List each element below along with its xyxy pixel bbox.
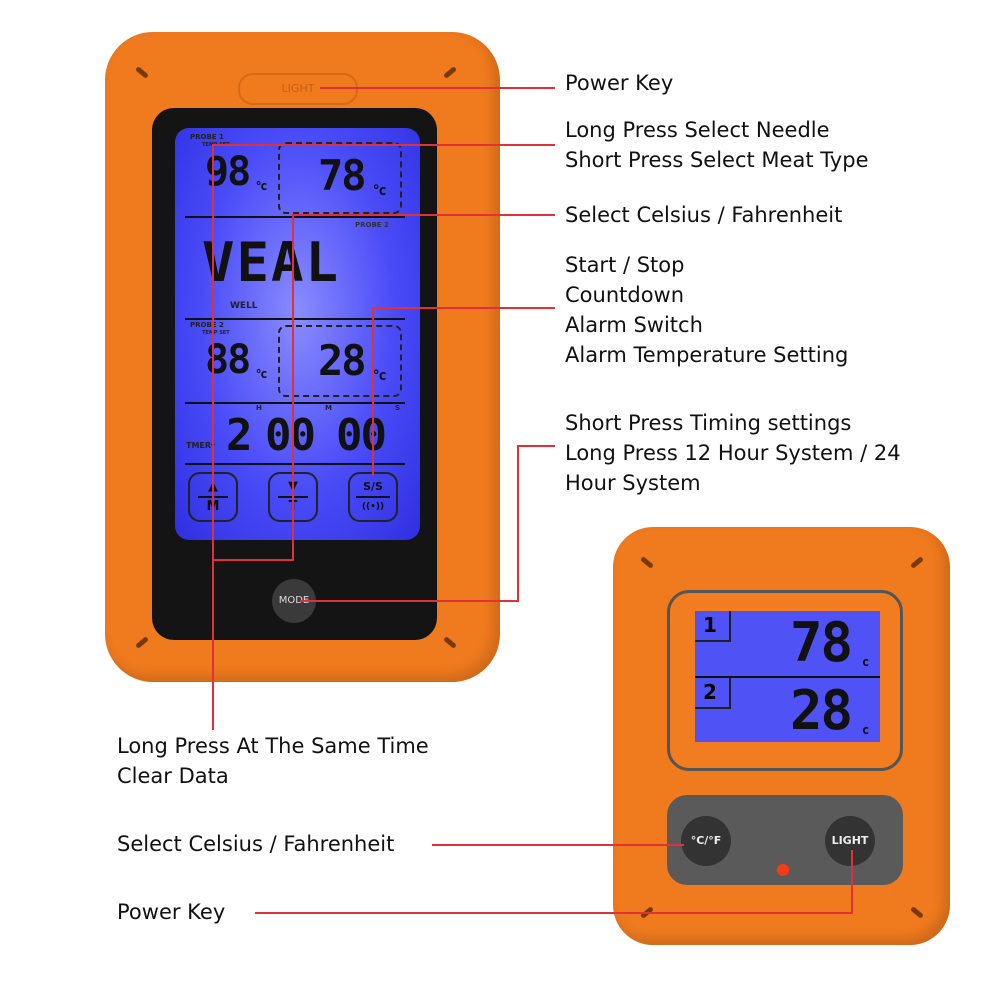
timer-label: TMER▾ bbox=[186, 441, 216, 450]
timer-hours: 2 bbox=[226, 410, 252, 461]
leader-line bbox=[372, 307, 374, 475]
seconds-unit: S bbox=[395, 404, 401, 412]
ss-label: S/S bbox=[356, 478, 390, 498]
probe2-set-unit: °c bbox=[255, 367, 268, 381]
leader-line bbox=[212, 559, 294, 561]
probe2-caption: PROBE 2 bbox=[355, 221, 389, 229]
lcd-divider bbox=[185, 402, 405, 404]
label-start-stop: Start / Stop bbox=[565, 253, 685, 277]
hours-unit: H bbox=[256, 404, 262, 412]
minutes-unit: M bbox=[325, 404, 332, 412]
probe1-current-temp: 78 bbox=[318, 151, 367, 200]
label-hour-system-cont: Hour System bbox=[565, 471, 701, 495]
leader-line bbox=[212, 144, 555, 146]
leader-line bbox=[300, 600, 519, 602]
doneness-label: WELL bbox=[230, 301, 258, 311]
start-stop-button[interactable]: S/S ((•)) bbox=[348, 472, 398, 522]
channel-2-temp: 28 bbox=[790, 679, 853, 742]
label-countdown: Countdown bbox=[565, 283, 685, 307]
probe1-current-box bbox=[278, 142, 402, 214]
leader-line bbox=[255, 912, 853, 914]
lcd-divider bbox=[695, 676, 880, 678]
light-key[interactable]: LIGHT bbox=[238, 73, 358, 105]
leader-line bbox=[432, 844, 684, 846]
label-alarm-switch: Alarm Switch bbox=[565, 313, 703, 337]
leader-line bbox=[517, 445, 555, 447]
timer-minutes: 00 bbox=[265, 410, 316, 461]
probe1-current-unit: °c bbox=[372, 183, 387, 199]
label-celsius-small: Select Celsius / Fahrenheit bbox=[117, 832, 395, 856]
label-power-key: Power Key bbox=[565, 71, 674, 95]
meat-type: VEAL bbox=[202, 231, 341, 294]
label-alarm-temp: Alarm Temperature Setting bbox=[565, 343, 849, 367]
channel-1-temp: 78 bbox=[790, 611, 853, 674]
label-clear-data-cont: Clear Data bbox=[117, 764, 229, 788]
probe1-label: PROBE 1 bbox=[190, 133, 224, 141]
lcd-divider bbox=[185, 318, 405, 320]
leader-line bbox=[372, 307, 555, 309]
probe2-temp-set-label: TEMP SET bbox=[202, 330, 230, 336]
channel-2-unit: c bbox=[862, 723, 869, 737]
probe2-current-unit: °c bbox=[372, 368, 387, 384]
probe1-set-unit: °c bbox=[255, 179, 268, 193]
label-hour-system: Long Press 12 Hour System / 24 bbox=[565, 441, 901, 465]
celsius-fahrenheit-key[interactable]: °C/°F bbox=[681, 816, 731, 866]
label-celsius: Select Celsius / Fahrenheit bbox=[565, 203, 843, 227]
receiver-light-key[interactable]: LIGHT bbox=[825, 816, 875, 866]
channel-2-label: 2 bbox=[695, 678, 731, 709]
probe2-current-box bbox=[278, 325, 402, 397]
lcd-screen bbox=[175, 128, 420, 540]
probe2-current-temp: 28 bbox=[318, 336, 367, 385]
label-timing: Short Press Timing settings bbox=[565, 411, 852, 435]
label-power-key-small: Power Key bbox=[117, 900, 226, 924]
label-needle-short: Short Press Select Meat Type bbox=[565, 148, 869, 172]
label-clear-data: Long Press At The Same Time bbox=[117, 734, 429, 758]
leader-line bbox=[292, 214, 555, 216]
alarm-icon: ((•)) bbox=[361, 502, 385, 512]
timer-seconds: 00 bbox=[336, 410, 387, 461]
leader-line bbox=[851, 850, 853, 914]
lcd-divider bbox=[185, 463, 405, 465]
status-led bbox=[777, 864, 789, 876]
leader-line bbox=[292, 214, 294, 560]
lcd-divider bbox=[185, 216, 405, 218]
channel-1-label: 1 bbox=[695, 611, 731, 642]
probe2-label: PROBE 2 bbox=[190, 321, 224, 329]
label-needle-long: Long Press Select Needle bbox=[565, 118, 830, 142]
leader-line bbox=[212, 144, 214, 730]
channel-1-unit: c bbox=[862, 655, 869, 669]
leader-line bbox=[517, 445, 519, 602]
leader-line bbox=[320, 87, 555, 89]
